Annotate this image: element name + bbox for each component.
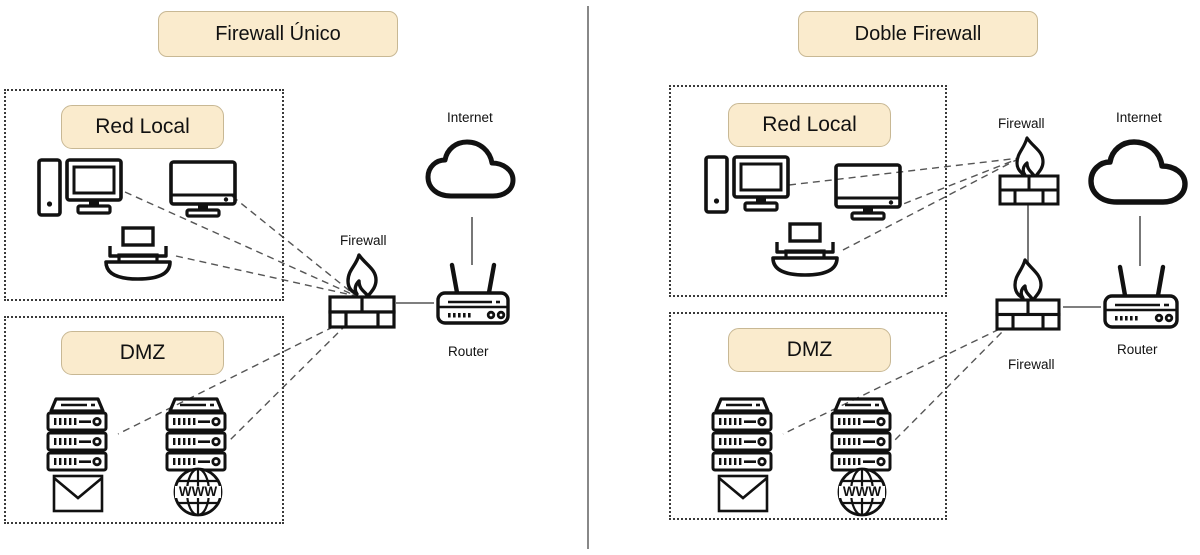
zone-dmz-left (4, 316, 284, 524)
zone-label-dmz-right: DMZ (728, 328, 891, 372)
panel-title-firewall-unico: Firewall Único (158, 11, 398, 57)
router-icon (432, 260, 514, 330)
router-icon (1099, 262, 1183, 334)
server-rack-icon (41, 396, 113, 472)
panel-title-doble-firewall: Doble Firewall (798, 11, 1038, 57)
firewall-icon (996, 136, 1062, 206)
firewall-icon (993, 258, 1063, 332)
server-rack-icon (706, 396, 778, 472)
zone-label-red-local-right: Red Local (728, 103, 891, 147)
printer-icon (100, 226, 176, 282)
cloud-icon (1086, 132, 1196, 208)
zone-red-local-left (4, 89, 284, 301)
zone-red-local-right (669, 85, 947, 297)
node-label-router-right: Router (1117, 342, 1158, 357)
server-rack-icon (160, 396, 232, 472)
desktop-computer-icon (703, 155, 791, 217)
www-globe-icon: WWW (836, 466, 888, 518)
server-rack-icon (825, 396, 897, 472)
svg-text:WWW: WWW (179, 484, 217, 499)
node-label-internet-left: Internet (447, 110, 493, 125)
node-label-firewall-left: Firewall (340, 233, 387, 248)
node-label-firewall-right-top: Firewall (998, 116, 1045, 131)
mail-envelope-icon (52, 474, 104, 514)
node-label-internet-right: Internet (1116, 110, 1162, 125)
zone-label-red-local-left: Red Local (61, 105, 224, 149)
monitor-icon (833, 163, 903, 221)
www-globe-icon: WWW (172, 466, 224, 518)
svg-text:WWW: WWW (843, 484, 881, 499)
cloud-icon (423, 132, 523, 202)
panel-divider (587, 6, 589, 549)
node-label-firewall-right-bottom: Firewall (1008, 357, 1055, 372)
firewall-icon (326, 253, 398, 331)
zone-label-dmz-left: DMZ (61, 331, 224, 375)
printer-icon (767, 222, 843, 278)
node-label-router-left: Router (448, 344, 489, 359)
monitor-icon (168, 160, 238, 218)
desktop-computer-icon (36, 158, 124, 220)
zone-dmz-right (669, 312, 947, 520)
mail-envelope-icon (717, 474, 769, 514)
